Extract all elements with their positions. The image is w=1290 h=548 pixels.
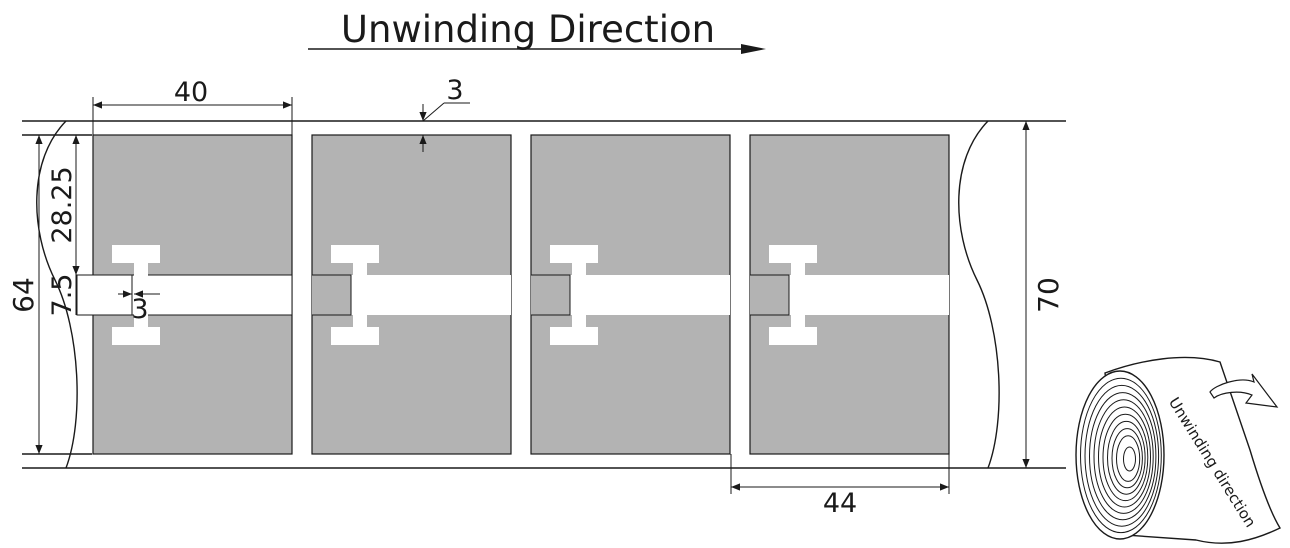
roll-ring <box>1107 420 1146 495</box>
roll-illustration: Unwinding direction <box>1075 356 1282 544</box>
roll-arrow <box>1209 373 1279 408</box>
label-3 <box>530 134 731 455</box>
roll-ring <box>1093 399 1154 514</box>
roll-tape <box>1104 356 1282 544</box>
dim-label-height-text: 64 <box>7 277 40 313</box>
roll-ring <box>1084 384 1160 527</box>
label-4-loop <box>769 245 817 345</box>
roll-rings <box>1075 370 1165 540</box>
dim-web-width-text: 70 <box>1032 277 1065 313</box>
label-2-loop <box>331 245 379 345</box>
roll-ring <box>1116 435 1141 482</box>
dim-height-upper-text: 28.25 <box>47 166 78 243</box>
roll-ring <box>1080 377 1162 534</box>
dim-strap-height: 7.5 <box>47 274 78 317</box>
label-3-loop <box>550 245 598 345</box>
roll-core <box>1123 446 1136 472</box>
label-2-notch <box>312 274 352 316</box>
dim-pitch: 44 <box>730 454 950 519</box>
roll-ring <box>1098 406 1151 508</box>
dim-web-width: 70 <box>1022 121 1065 468</box>
diagram-title: Unwinding Direction <box>341 8 715 51</box>
label-4-notch <box>750 274 790 316</box>
roll-ring <box>1111 428 1143 489</box>
dim-top-gap-text: 3 <box>446 75 463 106</box>
dim-label-height: 64 <box>7 135 43 454</box>
dim-strap-inset-text: 3 <box>131 294 148 325</box>
dim-height-upper: 28.25 <box>47 135 80 275</box>
dim-top-gap: 3 <box>419 75 470 152</box>
dim-label-width: 40 <box>92 77 293 135</box>
label-2 <box>311 134 512 455</box>
label-4 <box>749 134 950 455</box>
dim-strap-height-text: 7.5 <box>47 274 78 317</box>
roll-label-text: Unwinding direction <box>1165 394 1260 530</box>
label-3-notch <box>531 274 571 316</box>
dim-strap-inset: 3 <box>118 290 160 325</box>
label-1-slot <box>76 274 133 316</box>
roll-ring <box>1102 413 1149 502</box>
dim-pitch-text: 44 <box>823 488 857 519</box>
dim-label-width-text: 40 <box>174 77 208 108</box>
title-arrow <box>308 44 766 54</box>
label-1 <box>76 134 293 455</box>
web-break-right <box>958 120 1000 469</box>
roll-ring <box>1089 392 1157 521</box>
